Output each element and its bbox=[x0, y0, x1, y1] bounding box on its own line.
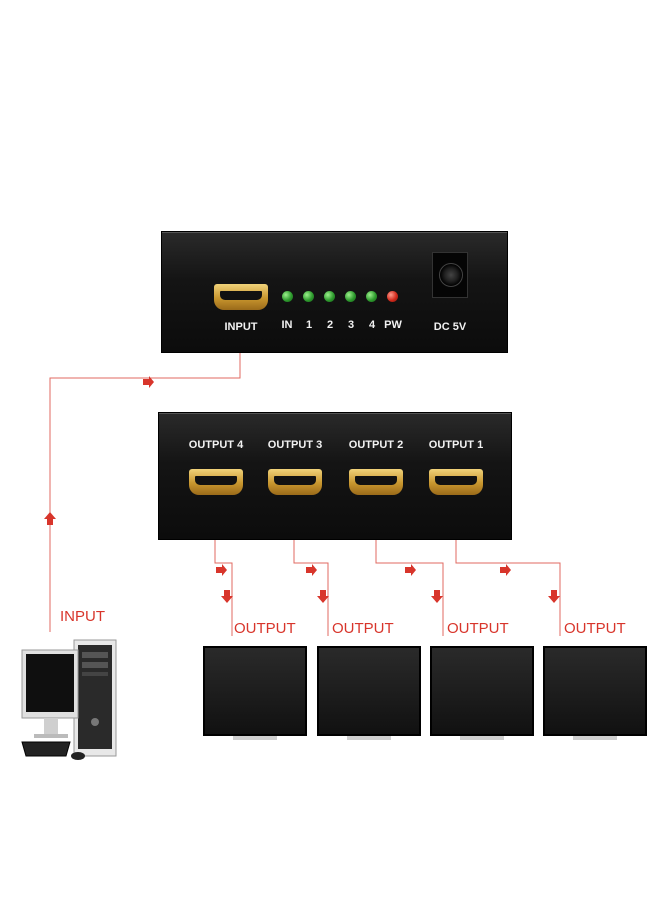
display-3-output-label: OUTPUT bbox=[447, 620, 509, 637]
arrow-right-icon bbox=[405, 564, 416, 576]
led-label-pw: PW bbox=[384, 319, 402, 331]
display-monitor-1 bbox=[203, 646, 307, 742]
dc-power-jack bbox=[432, 252, 468, 298]
led-label-in: IN bbox=[281, 319, 293, 331]
led-label-3: 3 bbox=[347, 319, 355, 331]
arrow-right-icon bbox=[216, 564, 227, 576]
hdmi-output-3-port bbox=[268, 469, 322, 495]
led-2 bbox=[324, 291, 335, 302]
led-label-2: 2 bbox=[326, 319, 334, 331]
display-monitor-3 bbox=[430, 646, 534, 742]
led-in bbox=[282, 291, 293, 302]
display-4-output-label: OUTPUT bbox=[564, 620, 626, 637]
arrow-down-icon bbox=[548, 590, 560, 603]
monitor-base bbox=[347, 736, 391, 740]
arrow-up-icon bbox=[44, 512, 56, 525]
display-1-output-label: OUTPUT bbox=[234, 620, 296, 637]
monitor-screen bbox=[203, 646, 307, 736]
splitter-front-panel: INPUT IN 1 2 3 4 PW DC 5V bbox=[161, 231, 508, 353]
splitter-back-panel: OUTPUT 4 OUTPUT 3 OUTPUT 2 OUTPUT 1 bbox=[158, 412, 512, 540]
hdmi-output-4-port bbox=[189, 469, 243, 495]
arrow-right-icon bbox=[143, 376, 154, 388]
led-label-4: 4 bbox=[368, 319, 376, 331]
display-monitor-2 bbox=[317, 646, 421, 742]
display-monitor-4 bbox=[543, 646, 647, 742]
led-3 bbox=[345, 291, 356, 302]
output-4-label: OUTPUT 4 bbox=[188, 439, 244, 451]
hdmi-output-2-port bbox=[349, 469, 403, 495]
monitor-base bbox=[233, 736, 277, 740]
monitor-screen bbox=[430, 646, 534, 736]
arrow-down-icon bbox=[317, 590, 329, 603]
output-3-label: OUTPUT 3 bbox=[267, 439, 323, 451]
display-2-output-label: OUTPUT bbox=[332, 620, 394, 637]
arrow-right-icon bbox=[306, 564, 317, 576]
hdmi-input-port bbox=[214, 284, 268, 310]
arrow-right-icon bbox=[500, 564, 511, 576]
input-port-label: INPUT bbox=[224, 321, 258, 333]
monitor-screen bbox=[543, 646, 647, 736]
source-input-label: INPUT bbox=[60, 608, 105, 625]
led-4 bbox=[366, 291, 377, 302]
arrow-down-icon bbox=[431, 590, 443, 603]
monitor-base bbox=[460, 736, 504, 740]
monitor-base bbox=[573, 736, 617, 740]
led-1 bbox=[303, 291, 314, 302]
led-power bbox=[387, 291, 398, 302]
led-label-1: 1 bbox=[305, 319, 313, 331]
output-2-label: OUTPUT 2 bbox=[348, 439, 404, 451]
dc-power-label: DC 5V bbox=[433, 321, 467, 333]
monitor-screen bbox=[317, 646, 421, 736]
hdmi-output-1-port bbox=[429, 469, 483, 495]
output-1-label: OUTPUT 1 bbox=[428, 439, 484, 451]
arrow-down-icon bbox=[221, 590, 233, 603]
